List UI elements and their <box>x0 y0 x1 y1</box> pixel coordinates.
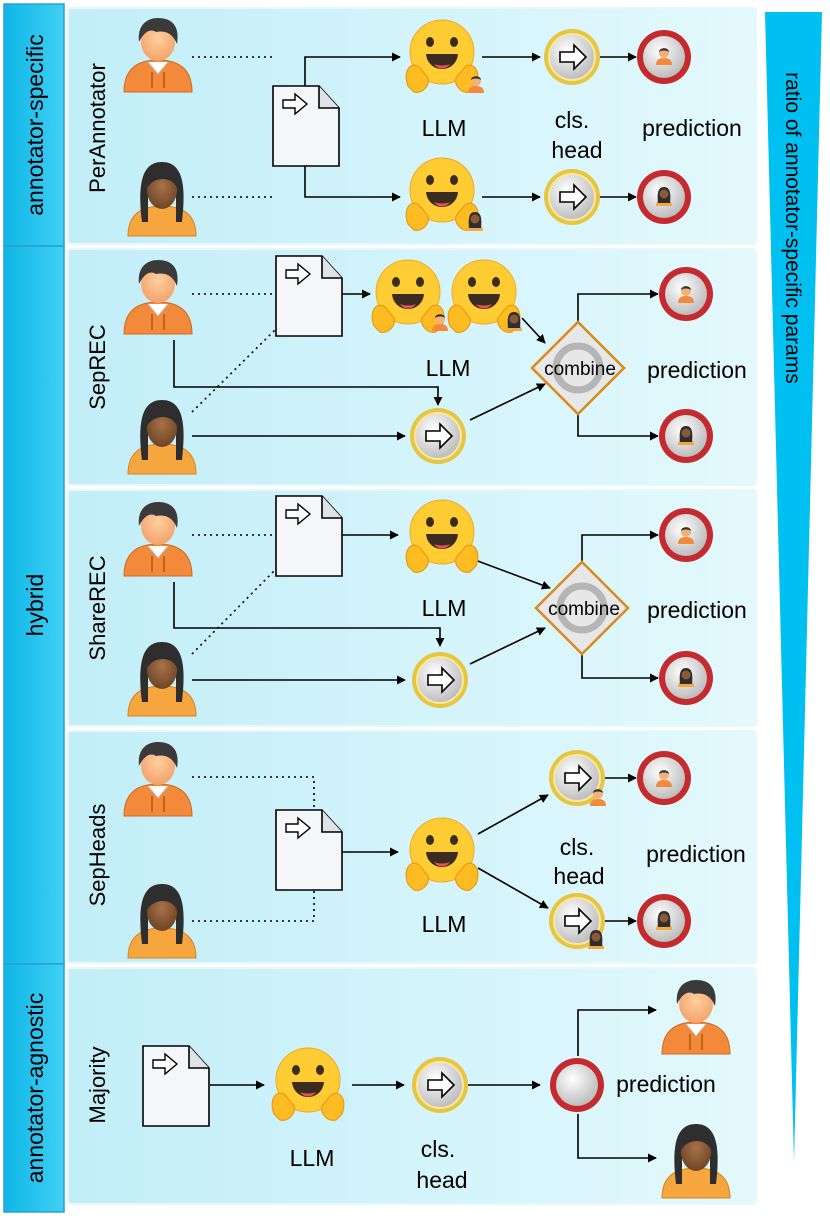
head-label: head <box>551 137 602 163</box>
panel-sep-rec <box>67 248 757 486</box>
ratio-triangle <box>765 12 822 1162</box>
llm-label: LLM <box>422 911 467 937</box>
head-arrow-icon <box>543 168 601 226</box>
method-label-majority: Majority <box>85 1046 110 1123</box>
sidebar-hybrid <box>3 245 65 965</box>
document-icon <box>272 85 340 167</box>
head-label: head <box>553 863 604 889</box>
panel-share-rec <box>67 489 757 727</box>
llm-label: LLM <box>422 595 467 621</box>
sidebar-annotator-specific <box>3 3 65 247</box>
method-label-sep-heads: SepHeads <box>85 804 110 907</box>
combine-label: combine <box>544 359 616 380</box>
category-label-hybrid: hybrid <box>22 574 48 637</box>
llm-label: LLM <box>426 355 471 381</box>
document-icon <box>275 809 343 891</box>
document-icon <box>275 255 343 337</box>
llm-label: LLM <box>422 115 467 141</box>
prediction-label: prediction <box>647 357 747 383</box>
document-icon <box>142 1045 210 1127</box>
prediction-node-icon <box>550 1058 604 1112</box>
sep-rec-connections <box>173 289 659 441</box>
cls-label: cls. <box>421 1136 456 1162</box>
share-rec-connections <box>173 530 659 685</box>
head-label: head <box>416 1167 467 1193</box>
panel-majority <box>67 967 757 1205</box>
document-icon <box>275 495 343 577</box>
combine-label: combine <box>548 599 620 620</box>
prediction-label: prediction <box>646 841 746 867</box>
method-label-sep-rec: SepREC <box>85 324 110 410</box>
llm-label: LLM <box>290 1145 335 1171</box>
prediction-label: prediction <box>647 597 747 623</box>
method-label-per-annotator: PerAnnotator <box>85 63 110 193</box>
prediction-label: prediction <box>642 115 742 141</box>
majority-connections <box>210 1005 657 1163</box>
method-label-share-rec: ShareREC <box>85 555 110 660</box>
head-arrow-icon <box>409 407 467 465</box>
per-annotator-connections <box>192 52 637 202</box>
category-label-specific: annotator-specific <box>22 34 48 216</box>
ratio-label: ratio of annotator-specific params <box>781 72 804 384</box>
head-arrow-icon <box>543 28 601 86</box>
head-arrow-icon <box>411 651 469 709</box>
cls-label: cls. <box>555 107 590 133</box>
sidebar-annotator-agnostic <box>3 963 65 1213</box>
prediction-label: prediction <box>616 1071 716 1097</box>
head-arrow-icon <box>411 1056 469 1114</box>
sep-heads-connections <box>192 773 637 926</box>
cls-label: cls. <box>560 834 595 860</box>
category-label-agnostic: annotator-agnostic <box>22 993 48 1184</box>
